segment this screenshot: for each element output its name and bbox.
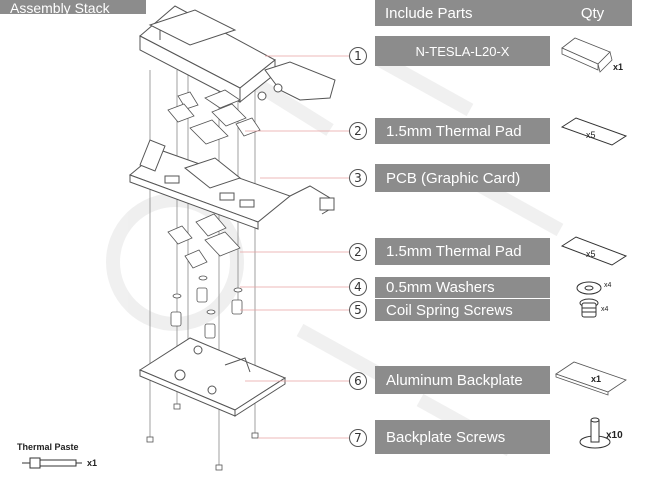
washers-and-springs [170, 275, 243, 339]
qty-coil-springs: x4 [601, 306, 609, 313]
callout-number-5: 5 [349, 301, 367, 319]
callout-number-7: 7 [349, 429, 367, 447]
thumb-backplate-screw [579, 417, 611, 449]
part-label-thermal-pad: 1.5mm Thermal Pad [375, 118, 550, 144]
callout-number-6: 6 [349, 372, 367, 390]
qty-thermal-paste: x1 [87, 458, 98, 468]
part-label-thermal-pad-2: 1.5mm Thermal Pad [375, 238, 550, 265]
thumb-backplate [555, 361, 627, 396]
thumb-thermal-pad-1 [560, 117, 628, 146]
part-label-pcb: PCB (Graphic Card) [375, 164, 550, 192]
qty-backplate-screws: x10 [606, 430, 623, 441]
callout-number-2b: 2 [349, 243, 367, 261]
assembly-stack-header: Assembly Stack [0, 0, 146, 15]
thermal-paste-syringe [22, 457, 82, 469]
backplate [138, 337, 287, 417]
qty-washers: x4 [604, 282, 612, 289]
qty-thermal-pad: x5 [586, 130, 596, 140]
qty-backplate: x1 [591, 374, 602, 384]
include-parts-header: Include Parts [375, 0, 560, 26]
qty-header: Qty [553, 0, 632, 26]
qty-thermal-pad-2: x5 [586, 249, 596, 259]
pcb [129, 139, 335, 230]
part-label-coil-springs: Coil Spring Screws [375, 299, 550, 321]
part-label-washers: 0.5mm Washers [375, 277, 550, 298]
qty-water-block: x1 [613, 62, 624, 72]
thermal-paste-label: Thermal Paste [17, 442, 79, 452]
callout-number-3: 3 [349, 169, 367, 187]
callout-number-2: 2 [349, 122, 367, 140]
callout-number-4: 4 [349, 278, 367, 296]
thumb-water-block [561, 37, 613, 73]
thumb-spring-screw [579, 298, 599, 318]
thumb-washer [576, 281, 602, 295]
thumb-thermal-pad-2 [560, 236, 628, 266]
part-label-backplate-screws: Backplate Screws [375, 420, 550, 454]
callout-number-1: 1 [349, 47, 367, 65]
water-block [139, 5, 336, 104]
thermal-pads-lower [167, 213, 241, 269]
part-label-backplate: Aluminum Backplate [375, 366, 550, 394]
part-label-water-block: N-TESLA-L20-X [375, 36, 550, 66]
backplate-screws [146, 403, 259, 471]
thermal-pads-upper [167, 89, 261, 145]
leader-lines [240, 55, 349, 439]
